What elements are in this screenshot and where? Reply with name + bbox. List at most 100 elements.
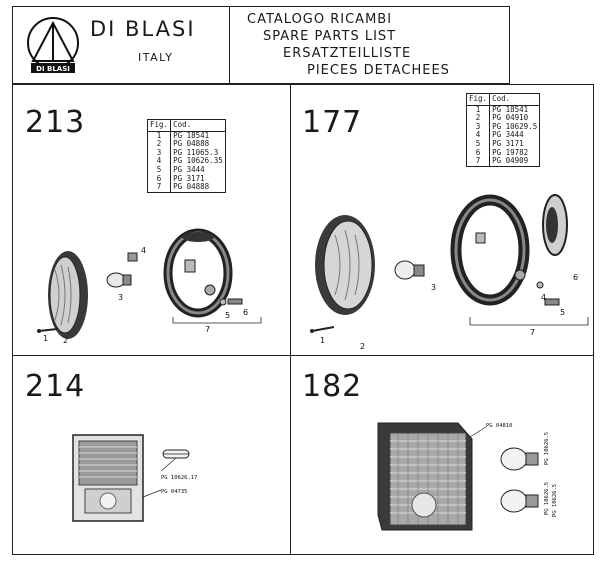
assembly-bracket (469, 317, 589, 326)
title-german: ERSATZTEILLISTE (283, 46, 412, 61)
panel-model-182: 182 PG 04810 PG 10626.5 PG 10626.5 PG 10… (290, 355, 595, 556)
part-code: PG 18541 (173, 130, 210, 140)
bulb-holder-drawing (127, 252, 138, 262)
fig-number: 1 (147, 131, 172, 141)
fig-number: 6 (466, 148, 491, 158)
headlamp-exploded-drawing: 1 2 3 4 5 6 7 (37, 228, 262, 345)
fig-number: 7 (466, 156, 491, 167)
part-code: PG 04888 (173, 182, 210, 192)
callout-2: 2 (63, 336, 68, 345)
fig-number: 6 (147, 174, 172, 184)
callout-1: 1 (320, 336, 325, 345)
part-code: PG 3171 (492, 138, 524, 148)
part-code: PG 04910 (492, 113, 529, 123)
tail-lamp-body-drawing (72, 434, 144, 522)
title-english: SPARE PARTS LIST (263, 29, 397, 44)
lamp-lens-drawing (315, 215, 375, 315)
lamp-rim-drawing (450, 194, 530, 306)
fig-number: 5 (147, 165, 172, 175)
fig-number: 4 (147, 157, 172, 166)
part-code: PG 19782 (492, 147, 529, 157)
fig-number: 4 (466, 131, 491, 140)
col-fig: Fig. (147, 119, 172, 132)
headlamp-exploded-drawing: 1 2 3 4 5 6 7 (310, 194, 589, 351)
model-number: 182 (302, 369, 363, 404)
brand-name: DI BLASI (90, 17, 196, 41)
tail-lamp-body-drawing (377, 422, 473, 531)
brand-country: ITALY (138, 51, 174, 64)
callout-4: 4 (541, 293, 546, 302)
part-label-lens: PG 04735 (161, 489, 188, 495)
bulb-drawing (500, 489, 539, 513)
part-label-bulb: PG 10626.5 (544, 482, 550, 515)
callout-2: 2 (360, 342, 365, 351)
callout-6: 6 (243, 308, 248, 317)
part-label-lens: PG 04810 (486, 423, 513, 429)
lamp-rim-drawing (163, 228, 233, 318)
part-code: PG 04909 (492, 156, 529, 166)
bulb-drawing (500, 447, 539, 471)
fig-number: 5 (466, 139, 491, 149)
leader-line (160, 457, 177, 472)
part-code: PG 11065.3 (173, 147, 219, 157)
leader-line (469, 426, 487, 438)
col-code: Cod. (489, 93, 540, 106)
lamp-lens-drawing (48, 251, 88, 339)
callout-3: 3 (431, 283, 436, 292)
table-header-row: Fig. Cod. (466, 93, 540, 106)
di-blasi-logo: DI BLASI (27, 17, 79, 73)
fig-number: 1 (466, 105, 491, 115)
tail-lamp-drawing: PG 10626.17 PG 04735 (72, 434, 197, 522)
part-code: PG 10626.35 (173, 156, 223, 166)
callout-5: 5 (560, 308, 565, 317)
callout-1: 1 (43, 334, 48, 343)
fig-number: 7 (147, 182, 172, 193)
model-number: 213 (25, 105, 86, 140)
reflector-drawing (542, 194, 568, 256)
logo-text: DI BLASI (36, 65, 70, 73)
panel-model-214: 214 PG 10626.17 PG 04735 (13, 355, 290, 556)
festoon-bulb-drawing (162, 449, 190, 459)
callout-6: 6 (573, 273, 578, 282)
part-code: PG 04888 (173, 139, 210, 149)
assembly-bracket (172, 317, 262, 324)
grid-horizontal-divider (13, 355, 593, 356)
catalog-header: DI BLASI DI BLASI ITALY CATALOGO RICAMBI… (12, 6, 510, 84)
part-code: PG 3444 (492, 130, 524, 140)
screw-drawing (310, 326, 335, 333)
leader-line (142, 489, 162, 498)
model-number: 177 (302, 105, 363, 140)
fig-number: 2 (147, 140, 172, 149)
fig-number: 2 (466, 114, 491, 123)
title-french: PIECES DETACHEES (307, 63, 450, 78)
part-label-bulb: PG 10626.5 (552, 484, 558, 517)
bulb-drawing (394, 260, 425, 280)
callout-5: 5 (225, 311, 230, 320)
washer-screw-drawing (536, 281, 560, 306)
washer-screw-drawing (219, 298, 243, 306)
fig-number: 3 (147, 148, 172, 158)
part-label-bulb: PG 10626.5 (544, 432, 550, 465)
callout-4: 4 (141, 246, 146, 255)
part-code: PG 18541 (492, 104, 529, 114)
part-label-bulb: PG 10626.17 (161, 475, 197, 481)
header-divider (229, 7, 230, 83)
table-header-row: Fig. Cod. (147, 119, 226, 132)
fig-number: 3 (466, 122, 491, 132)
screw-drawing (37, 328, 58, 333)
part-code: PG 3444 (173, 164, 205, 174)
tail-lamp-drawing: PG 04810 PG 10626.5 PG 10626.5 PG 10626.… (377, 422, 558, 531)
part-code: PG 3171 (173, 173, 205, 183)
model-number: 214 (25, 369, 86, 404)
col-fig: Fig. (466, 93, 491, 106)
